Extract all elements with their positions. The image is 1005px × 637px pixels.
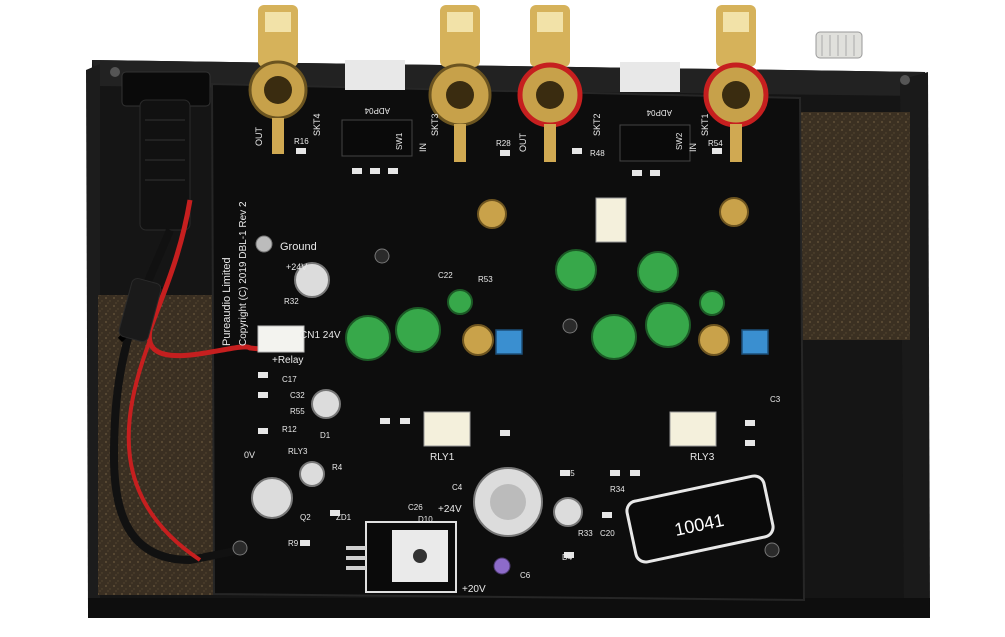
ref-label: R53 <box>478 275 493 284</box>
foam-pads <box>98 112 910 595</box>
zero-v-label: 0V <box>244 450 255 460</box>
ref-label: RLY3 <box>288 447 308 456</box>
trimmer <box>493 557 511 575</box>
plus24-top-label: +24V <box>286 262 307 272</box>
copyright-label: Copyright (C) 2019 DBL-1 Rev 2 <box>238 201 249 346</box>
maker-label: Pureaudio Limited <box>221 257 233 346</box>
plus20-label: +20V <box>462 584 486 595</box>
ref-label: R55 <box>290 407 305 416</box>
relays <box>423 197 717 447</box>
ref-label: C20 <box>600 529 615 538</box>
ref-label: R54 <box>708 139 723 148</box>
ref-label: R9 <box>288 539 299 548</box>
ref-label: D1 <box>320 431 331 440</box>
ref-label: D4 <box>562 553 573 562</box>
ref-label: Q2 <box>300 513 311 522</box>
ref-label: ZD1 <box>336 513 352 522</box>
jack-out-label: OUT <box>518 133 528 153</box>
ref-label: C6 <box>520 571 531 580</box>
rca-jack-skt2 <box>517 5 583 162</box>
component-refs: R16 R28 R48 R54 C22 R53 R32 C17 C32 R55 … <box>282 137 781 580</box>
ref-label: D10 <box>418 515 433 524</box>
fuse-holder <box>121 71 211 231</box>
rca-jack-skt4 <box>248 5 308 154</box>
rca-jack-skt1 <box>703 5 769 162</box>
jack-labels: OUT SKT4 IN SKT3 OUT SKT2 IN SKT1 <box>254 113 710 152</box>
capacitors <box>251 197 769 537</box>
ref-label: R32 <box>284 297 299 306</box>
power-wires <box>109 199 271 565</box>
chip-label: SW1 <box>395 132 404 150</box>
volume-knob <box>815 31 863 59</box>
chip-label: ADP04 <box>646 108 672 117</box>
serial-label <box>625 474 775 564</box>
jack-socket-label: SKT4 <box>312 113 322 136</box>
plus24-mid-label: +24V <box>438 504 462 515</box>
ref-label: C3 <box>770 395 781 404</box>
rca-jack-skt3 <box>428 5 492 162</box>
ref-label: R28 <box>496 139 511 148</box>
jack-in-label: IN <box>418 143 428 152</box>
cn1-label: CN1 24V <box>300 330 341 341</box>
jack-socket-label: SKT1 <box>700 113 710 136</box>
ref-label: R34 <box>610 485 625 494</box>
ref-label: R33 <box>578 529 593 538</box>
mounting-screws <box>232 235 780 558</box>
ground-label: Ground <box>280 241 317 253</box>
ref-label: R48 <box>590 149 605 158</box>
cn1-connector <box>257 325 305 353</box>
chip-label: ADP04 <box>364 106 390 115</box>
dip-switches <box>341 60 691 162</box>
ref-label: C4 <box>452 483 463 492</box>
relay-label: +Relay <box>272 355 303 366</box>
jack-socket-label: SKT3 <box>430 113 440 136</box>
smd-components <box>258 148 755 558</box>
jack-in-label: IN <box>688 143 698 152</box>
ref-label: C26 <box>408 503 423 512</box>
ref-label: C32 <box>290 391 305 400</box>
rca-jacks <box>248 5 863 162</box>
ref-label: C17 <box>282 375 297 384</box>
jack-socket-label: SKT2 <box>592 113 602 136</box>
ref-label: C15 <box>560 469 575 478</box>
relay-label-rly3: RLY3 <box>690 452 715 463</box>
ref-label: C22 <box>438 271 453 280</box>
relay-label-rly1: RLY1 <box>430 452 455 463</box>
ref-label: R4 <box>332 463 343 472</box>
regulator-q2 <box>346 521 457 593</box>
ref-label: R16 <box>294 137 309 146</box>
chip-label: SW2 <box>675 132 684 150</box>
ref-label: R12 <box>282 425 297 434</box>
jack-out-label: OUT <box>254 127 264 147</box>
